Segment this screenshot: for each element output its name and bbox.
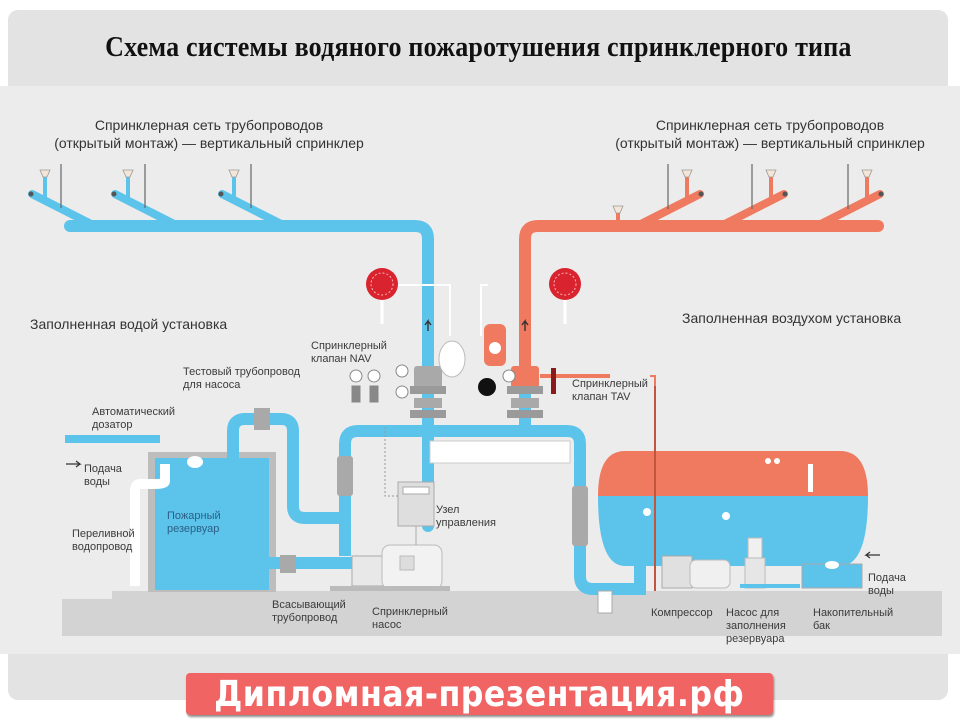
suction-pipe bbox=[254, 557, 352, 575]
dry-branch-3 bbox=[813, 190, 884, 230]
float-valve-icon bbox=[187, 456, 203, 468]
wet-network-label-line1: Спринклерная сеть трубопроводов bbox=[94, 117, 324, 133]
floor-recess bbox=[62, 591, 112, 599]
compressor-label: Компрессор bbox=[651, 607, 713, 619]
wet-network-label-line2: (открытый монтаж) — вертикальный спринкл… bbox=[54, 135, 364, 151]
storage-tank-icon bbox=[801, 551, 880, 589]
dry-network-label-line1: Спринклерная сеть трубопроводов bbox=[655, 117, 885, 133]
distribution-pipe bbox=[339, 425, 646, 595]
auto-dosing-label: Автоматический дозатор bbox=[92, 406, 176, 431]
sprinkler-head-icons-wet bbox=[39, 169, 240, 178]
wet-network-label: Спринклерная сеть трубопроводов (открыты… bbox=[14, 116, 404, 152]
water-supply-right-label: Подача воды bbox=[868, 572, 906, 597]
fire-tank-water bbox=[155, 458, 269, 590]
dry-pipe-ends bbox=[698, 191, 884, 197]
title-bar: Схема системы водяного пожаротушения спр… bbox=[8, 10, 948, 86]
accelerator-tank bbox=[438, 340, 466, 378]
dry-branch-1 bbox=[633, 190, 704, 230]
pressure-tank-water bbox=[598, 496, 868, 566]
alarm-gong-icon-wet bbox=[366, 268, 398, 324]
dry-network-label-line2: (открытый монтаж) — вертикальный спринкл… bbox=[615, 135, 925, 151]
nav-valve-icon bbox=[395, 318, 466, 418]
wet-pipe-ends bbox=[28, 191, 224, 197]
control-unit-icon bbox=[384, 426, 435, 545]
nav-valve-label: Спринклерный клапан NAV bbox=[311, 340, 387, 365]
wet-sprinkler-network bbox=[28, 176, 434, 532]
fill-pump-label: Насос для заполнения резервуара bbox=[726, 607, 786, 645]
suction-valve-icon bbox=[280, 555, 296, 573]
sprinkler-head-icons-dry bbox=[612, 169, 873, 214]
dry-system-label: Заполненная воздухом установка bbox=[682, 310, 902, 326]
sprinkler-system-diagram: Спринклерная сеть трубопроводов (открыты… bbox=[0, 86, 960, 654]
pressure-tank-air bbox=[598, 451, 868, 496]
dry-network-label: Спринклерная сеть трубопроводов (открыты… bbox=[585, 116, 955, 152]
storage-tank-label: Накопительный бак bbox=[813, 607, 894, 632]
wet-system-label: Заполненная водой установка bbox=[30, 316, 228, 332]
control-unit-label: Узел управления bbox=[436, 504, 496, 529]
dry-branch-2 bbox=[717, 190, 788, 230]
drain-pit bbox=[429, 440, 571, 464]
wet-hangers bbox=[60, 164, 252, 208]
fire-tank-label: Пожарный резервуар bbox=[167, 510, 221, 535]
overflow-label: Переливной водопровод bbox=[72, 528, 135, 553]
alarm-lines bbox=[381, 284, 488, 336]
fill-pump-icon bbox=[740, 537, 800, 589]
dry-main-pipe bbox=[519, 220, 884, 387]
pressure-switch-icon bbox=[478, 378, 496, 396]
diagram-graphics bbox=[28, 164, 942, 636]
floor-slab bbox=[62, 591, 942, 636]
watermark-text: Дипломная-презентация.рф bbox=[214, 673, 745, 715]
pressure-tank bbox=[598, 386, 868, 591]
test-pipe-loop bbox=[227, 413, 345, 524]
alarm-gong-icon-dry bbox=[549, 268, 581, 324]
drain-sump bbox=[597, 590, 613, 614]
wet-main-pipe bbox=[64, 220, 434, 532]
test-pipe-label: Тестовый трубопровод для насоса bbox=[183, 366, 300, 391]
dry-sprinkler-network bbox=[519, 176, 884, 387]
pressure-gauges-nav bbox=[349, 369, 381, 403]
slide-title: Схема системы водяного пожаротушения спр… bbox=[104, 32, 852, 63]
suction-pipe-label: Всасывающий трубопровод bbox=[272, 599, 346, 624]
watermark-banner: Дипломная-презентация.рф bbox=[186, 673, 773, 715]
overflow-pipe bbox=[130, 464, 170, 586]
sprinkler-pump-icon bbox=[330, 544, 450, 591]
water-supply-left-label: Подача воды bbox=[84, 463, 122, 488]
compressor-icon bbox=[661, 555, 731, 589]
wet-branch-1 bbox=[28, 190, 99, 230]
test-valve-icon bbox=[254, 408, 270, 430]
dry-hangers bbox=[667, 164, 849, 209]
water-inlet-arrow bbox=[66, 460, 82, 468]
tav-valve-icon bbox=[478, 318, 656, 456]
wet-branch-2 bbox=[111, 190, 182, 230]
sprinkler-pump-label: Спринклерный насос bbox=[372, 606, 448, 631]
tav-valve-label: Спринклерный клапан TAV bbox=[572, 378, 648, 403]
check-valves bbox=[337, 456, 588, 546]
